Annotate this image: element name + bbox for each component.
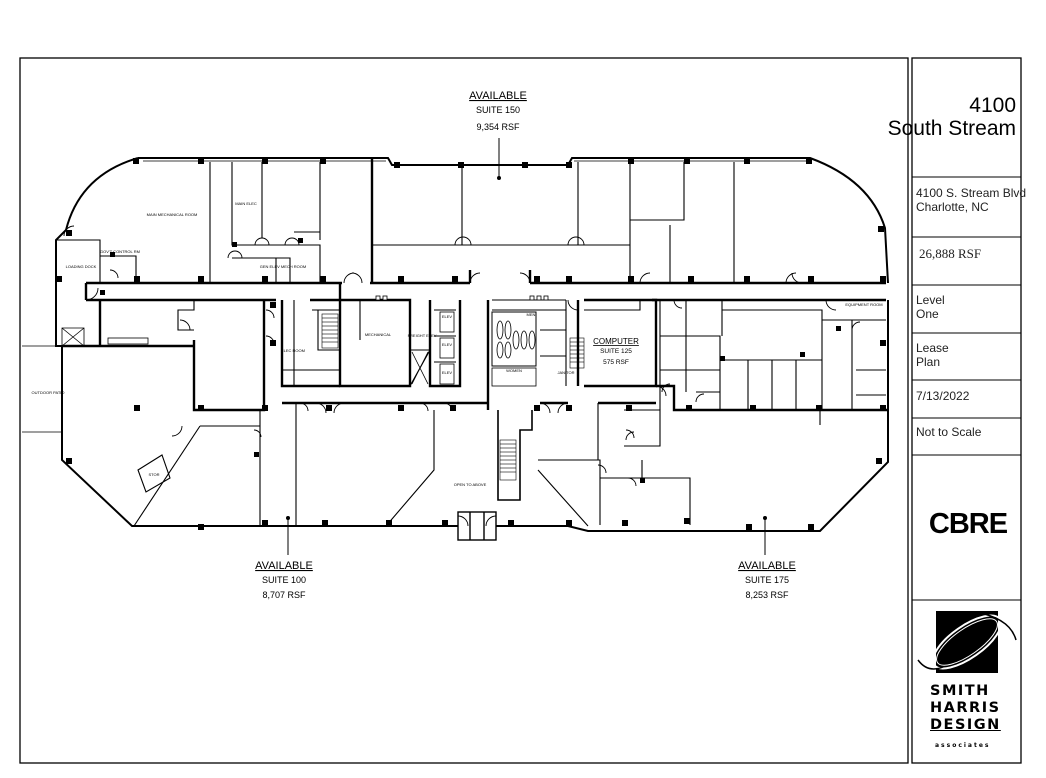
smith-harris-design-wordmark: SMITH HARRIS DESIGN (930, 683, 1010, 734)
plan-type-line2: Plan (916, 355, 941, 369)
room-main-elec: MAIN ELEC (235, 201, 257, 206)
cbre-logo: CBRE (928, 508, 1008, 540)
suite-125-name: SUITE 125 (600, 348, 632, 355)
room-mechanical: MECHANICAL (365, 332, 392, 337)
room-women: WOMEN (506, 368, 522, 373)
room-elev-3: ELEV (442, 370, 453, 375)
room-open-to-above: OPEN TO ABOVE (454, 482, 487, 487)
room-freight-elev: FREIGHT ELEV (408, 333, 437, 338)
suite-125-rsf: 575 RSF (603, 359, 629, 366)
suite-150-rsf: 9,354 RSF (476, 122, 520, 132)
suite-150-name: SUITE 150 (476, 105, 520, 115)
shd-line3: DESIGN (930, 717, 1001, 733)
shd-line1: SMITH (930, 683, 990, 699)
plan-date: 7/13/2022 (916, 389, 970, 403)
address-line1: 4100 S. Stream Blvd (916, 186, 1027, 200)
level-line2: One (916, 307, 939, 321)
level-block: Level One (916, 293, 945, 321)
shd-associates: associates (935, 742, 991, 749)
suite-175-status: AVAILABLE (738, 560, 796, 572)
room-loading-dock: LOADING DOCK (66, 264, 97, 269)
room-outdoor-patio: OUTDOOR PATIO (32, 390, 65, 395)
shd-line2: HARRIS (930, 700, 1001, 716)
room-gov-control: GOV'T CONTROL RM (100, 249, 140, 254)
restroom-fixtures (107, 295, 549, 387)
building-name-line1: 4100 (969, 94, 1016, 117)
title-block-frame (911, 57, 1022, 764)
plan-type-line1: Lease (916, 341, 949, 355)
stairs (321, 313, 585, 501)
room-stor: STOR (148, 472, 159, 477)
suite-150-status: AVAILABLE (469, 90, 527, 102)
level-line1: Level (916, 293, 945, 307)
room-elec: ELEC ROOM (281, 348, 305, 353)
suite-100-name: SUITE 100 (262, 575, 306, 585)
plan-type-block: Lease Plan (916, 341, 949, 369)
interior-partitions (56, 162, 886, 527)
suite-100-rsf: 8,707 RSF (262, 590, 306, 600)
door-swings (63, 225, 861, 527)
suite-125-status: COMPUTER (593, 337, 639, 346)
entrance-vestibule (457, 511, 497, 541)
plan-frame (19, 57, 909, 764)
room-equipment: EQUIPMENT ROOM (845, 302, 882, 307)
structural-columns (56, 158, 886, 530)
building-name: 4100 South Stream (862, 94, 1016, 140)
suite-callout-leaders (286, 138, 767, 555)
total-rsf: 26,888 RSF (919, 246, 982, 261)
corridor-walls (62, 158, 888, 412)
room-main-mechanical: MAIN MECHANICAL ROOM (147, 212, 198, 217)
room-elev-1: ELEV (442, 314, 453, 319)
elevator-cabs (61, 311, 455, 385)
room-elev-2: ELEV (442, 342, 453, 347)
suite-175-name: SUITE 175 (745, 575, 789, 585)
room-gen-elev-mech: GEN ELEV MECH ROOM (260, 264, 306, 269)
address-line2: Charlotte, NC (916, 200, 989, 214)
suite-100-status: AVAILABLE (255, 560, 313, 572)
room-men: MEN (527, 312, 536, 317)
room-janitor: JANITOR (557, 370, 574, 375)
address-block: 4100 S. Stream Blvd Charlotte, NC (916, 186, 1026, 214)
smith-harris-design-logo-mark (917, 611, 1017, 673)
building-name-line2: South Stream (887, 117, 1016, 140)
suite-175-rsf: 8,253 RSF (745, 590, 789, 600)
title-block-dividers (912, 176, 1021, 601)
scale-note: Not to Scale (916, 425, 982, 439)
